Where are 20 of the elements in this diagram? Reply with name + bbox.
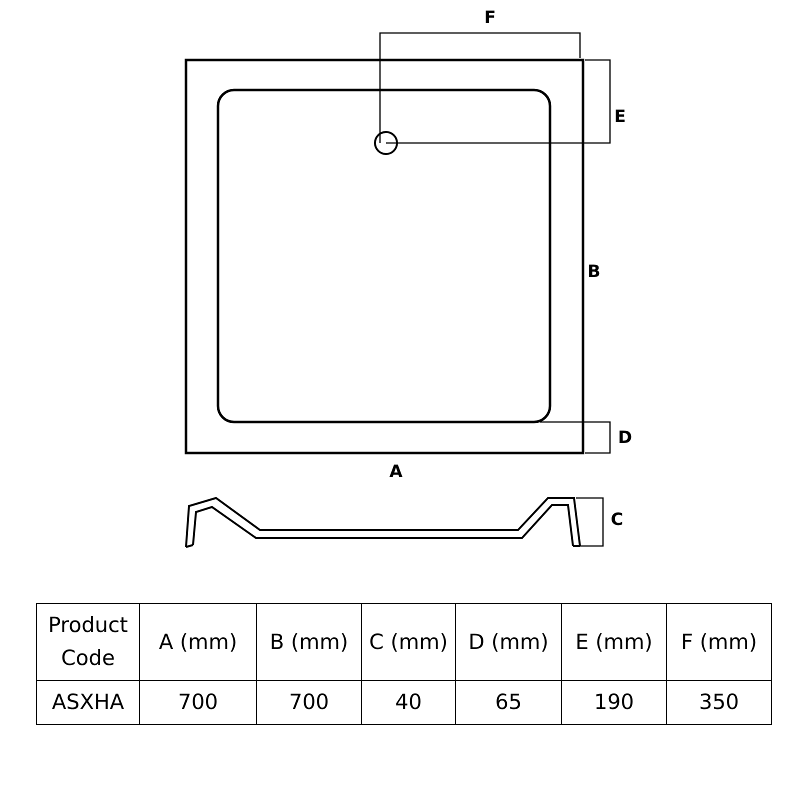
table-header-cell: F (mm) [666, 604, 772, 680]
table-header-cell: B (mm) [256, 604, 362, 680]
dimension-letter: F [484, 8, 496, 28]
table-header-cell: E (mm) [562, 604, 666, 680]
table-header-cell: Product Code [36, 604, 140, 680]
dimension-letter: E [614, 107, 626, 127]
table-cell: ASXHA [36, 680, 140, 724]
table-cell: 65 [456, 680, 562, 724]
table-cell: 700 [256, 680, 362, 724]
dimension-letter: A [389, 462, 403, 482]
table-header-cell: A (mm) [140, 604, 256, 680]
table-header-cell: C (mm) [362, 604, 456, 680]
dimension-letter: D [618, 428, 632, 448]
table-header-cell: D (mm) [456, 604, 562, 680]
table-cell: 40 [362, 680, 456, 724]
table-cell: 190 [562, 680, 666, 724]
table-cell: 700 [140, 680, 256, 724]
dimension-letter: B [588, 262, 600, 282]
table-cell: 350 [666, 680, 772, 724]
dimension-letter: C [610, 510, 624, 530]
